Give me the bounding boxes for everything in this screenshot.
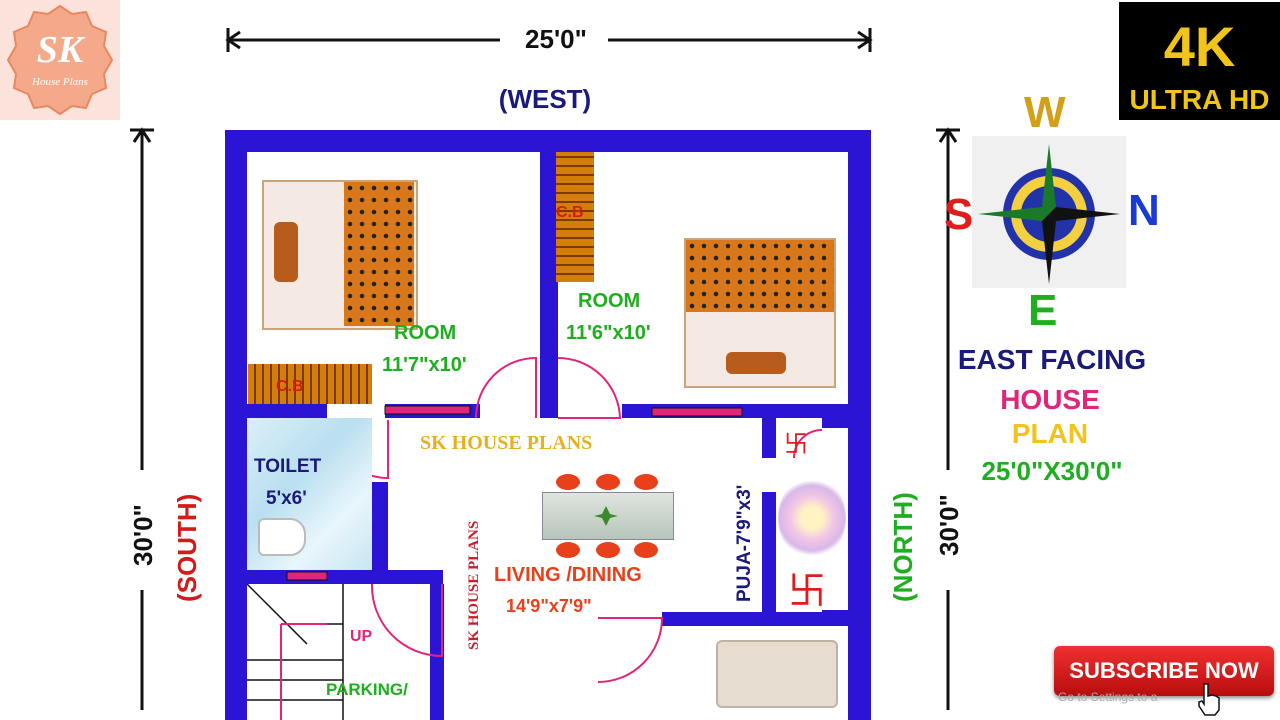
room2-name: ROOM bbox=[578, 290, 641, 312]
cupboard-room1 bbox=[248, 364, 372, 404]
logo-initials: SK bbox=[36, 29, 84, 71]
logo: SK House Plans bbox=[0, 0, 120, 120]
swastika-icon-bottom: 卐 bbox=[788, 571, 827, 613]
compass-east: E bbox=[1028, 286, 1058, 335]
sofa bbox=[716, 640, 838, 708]
subscribe-label: SUBSCRIBE NOW bbox=[1069, 658, 1259, 683]
compass-south: S bbox=[944, 190, 974, 239]
stairs-up-label: UP bbox=[350, 628, 373, 645]
compass-rose-icon bbox=[978, 144, 1120, 284]
title-line2: HOUSE bbox=[1000, 384, 1100, 415]
puja-label: PUJA-7'9"x3' bbox=[734, 484, 755, 602]
cupboard-room2 bbox=[556, 152, 594, 282]
room2-size: 11'6"x10' bbox=[566, 322, 651, 344]
logo-subtitle: House Plans bbox=[32, 76, 88, 88]
subscribe-button[interactable]: SUBSCRIBE NOW bbox=[1054, 646, 1274, 696]
staircase bbox=[247, 584, 344, 720]
swastika-icon-top: 卐 bbox=[784, 431, 808, 458]
living-name: LIVING /DINING bbox=[494, 564, 642, 586]
watermark-horizontal: SK HOUSE PLANS bbox=[420, 432, 593, 454]
wc-icon bbox=[258, 518, 306, 556]
badge-4k: 4K bbox=[1163, 15, 1236, 78]
room1-size: 11'7"x10' bbox=[382, 354, 467, 376]
toilet-size: 5'x6' bbox=[266, 488, 307, 509]
hand-cursor-icon bbox=[1198, 683, 1220, 716]
activation-overlay-text: Go to Settings to a bbox=[1058, 690, 1158, 704]
mandala-icon bbox=[778, 476, 846, 560]
title-line1: EAST FACING bbox=[957, 344, 1147, 375]
room1-name: ROOM bbox=[394, 322, 457, 344]
logo-badge-icon bbox=[6, 4, 114, 116]
living-size: 14'9"x7'9" bbox=[506, 596, 592, 616]
width-dimension: 25'0" bbox=[525, 24, 587, 54]
dining-chairs bbox=[556, 474, 658, 558]
title-line3: PLAN bbox=[1011, 418, 1089, 449]
title-line4: 25'0"X30'0" bbox=[981, 456, 1123, 486]
compass-north: N bbox=[1128, 186, 1160, 235]
bed-room2 bbox=[684, 238, 836, 388]
cupboard-label-1: C.B bbox=[276, 378, 304, 395]
toilet-name: TOILET bbox=[254, 456, 322, 477]
bed-room1 bbox=[262, 180, 418, 330]
badge-ultra-hd: ULTRA HD bbox=[1129, 84, 1270, 115]
direction-west: (WEST) bbox=[498, 84, 592, 114]
parking-label: PARKING/ bbox=[326, 680, 408, 699]
cupboard-label-2: C.B bbox=[556, 204, 584, 221]
resolution-badge: 4K ULTRA HD bbox=[1119, 2, 1280, 120]
compass-west: W bbox=[1024, 88, 1066, 137]
watermark-vertical: SK HOUSE PLANS bbox=[466, 520, 482, 650]
